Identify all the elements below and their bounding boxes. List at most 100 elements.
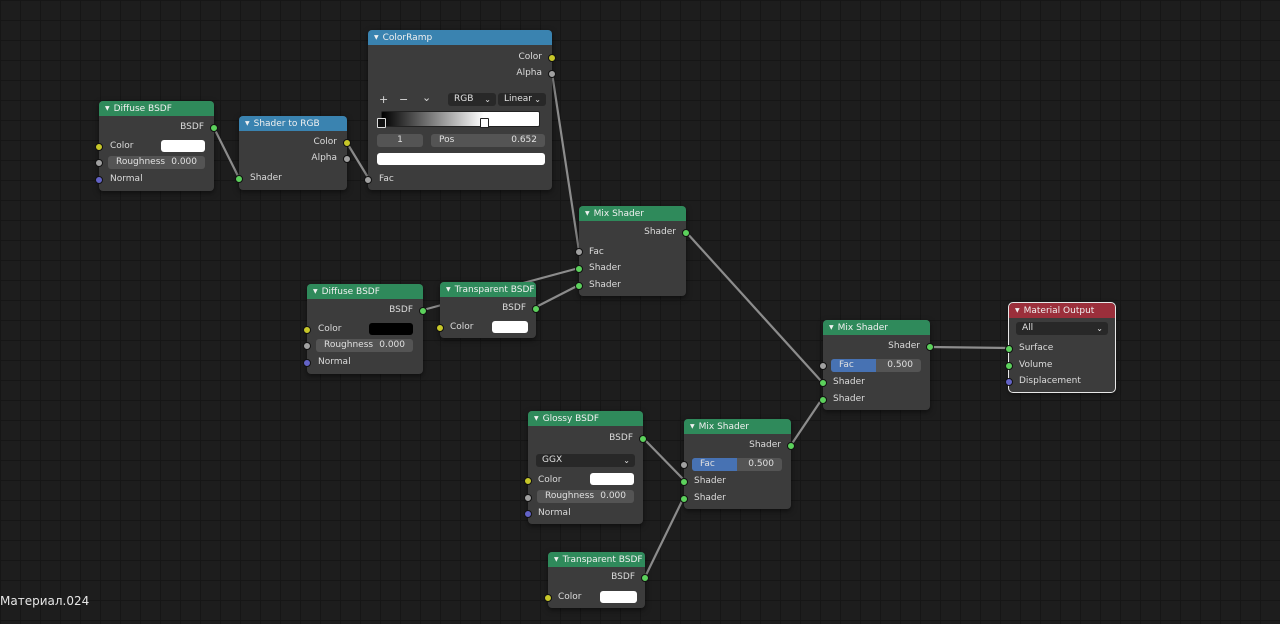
node-header[interactable]: ▼Glossy BSDF [528,411,643,426]
color-swatch[interactable] [600,591,637,603]
shader-input-socket-2[interactable] [575,282,583,290]
node-header[interactable]: ▼Diffuse BSDF [307,284,423,299]
color-output-socket[interactable] [548,54,556,62]
color-input-socket[interactable] [524,477,532,485]
color-swatch[interactable] [369,323,413,335]
collapse-arrow-icon[interactable]: ▼ [245,120,250,127]
distribution-dropdown[interactable]: GGX ⌄ [536,454,635,467]
surface-input-socket[interactable] [1005,345,1013,353]
roughness-input-socket[interactable] [524,494,532,502]
shader-input-socket-2[interactable] [819,396,827,404]
collapse-arrow-icon[interactable]: ▼ [374,34,379,41]
diffuse-bsdf-node-2[interactable]: ▼Diffuse BSDF BSDF Color Roughness 0.000… [303,284,427,374]
color-label: Color [558,592,582,602]
roughness-field[interactable]: Roughness 0.000 [537,490,634,503]
node-header[interactable]: ▼Transparent BSDF [548,552,645,567]
bsdf-output-socket[interactable] [639,435,647,443]
collapse-arrow-icon[interactable]: ▼ [446,286,451,293]
remove-stop-button[interactable]: − [399,93,409,106]
color-input-socket[interactable] [95,143,103,151]
mix-shader-node-2[interactable]: ▼Mix Shader Shader Fac 0.500 Shader Shad… [819,320,934,410]
collapse-arrow-icon[interactable]: ▼ [1015,307,1020,314]
color-swatch[interactable] [590,473,634,485]
fac-input-socket[interactable] [575,248,583,256]
alpha-output-socket[interactable] [343,155,351,163]
color-input-socket[interactable] [303,326,311,334]
shader-input-socket-1[interactable] [575,265,583,273]
target-dropdown[interactable]: All ⌄ [1016,322,1108,335]
normal-input-socket[interactable] [303,359,311,367]
shader-input-socket[interactable] [235,175,243,183]
alpha-output-socket[interactable] [548,70,556,78]
color-mode-value: RGB [454,94,474,104]
color-swatch[interactable] [161,140,205,152]
fac-input-socket[interactable] [680,461,688,469]
color-input-socket[interactable] [436,324,444,332]
color-output-socket[interactable] [343,139,351,147]
transparent-bsdf-node-1[interactable]: ▼Transparent BSDF BSDF Color [436,282,540,338]
color-ramp-gradient[interactable] [381,111,540,127]
ramp-stop-1-handle[interactable] [480,118,489,128]
mix-shader-node-3[interactable]: ▼Mix Shader Shader Fac 0.500 Shader Shad… [680,419,795,509]
shader-to-rgb-node[interactable]: ▼Shader to RGB Color Alpha Shader [235,116,351,190]
collapse-arrow-icon[interactable]: ▼ [313,288,318,295]
node-header[interactable]: ▼ColorRamp [368,30,552,45]
roughness-field[interactable]: Roughness 0.000 [108,156,205,169]
collapse-arrow-icon[interactable]: ▼ [829,324,834,331]
shader-input-socket-1[interactable] [819,379,827,387]
interpolation-dropdown[interactable]: Linear ⌄ [498,93,546,106]
color-swatch[interactable] [492,321,528,333]
fac-input-socket[interactable] [819,362,827,370]
collapse-arrow-icon[interactable]: ▼ [534,415,539,422]
colorramp-node[interactable]: ▼ColorRamp Color Alpha + − ⌄ RGB ⌄ Linea… [364,30,556,190]
mix-shader-node-1[interactable]: ▼Mix Shader Shader Fac Shader Shader [575,206,690,296]
collapse-arrow-icon[interactable]: ▼ [585,210,590,217]
add-stop-button[interactable]: + [379,93,389,106]
material-output-node[interactable]: ▼Material Output All ⌄ Surface Volume Di… [1005,302,1116,393]
node-header[interactable]: ▼Mix Shader [823,320,930,335]
collapse-arrow-icon[interactable]: ▼ [105,105,110,112]
shader-input-socket-2[interactable] [680,495,688,503]
node-title: Diffuse BSDF [321,287,380,297]
node-header[interactable]: ▼Material Output [1009,303,1115,318]
bsdf-output-socket[interactable] [210,124,218,132]
color-mode-dropdown[interactable]: RGB ⌄ [448,93,496,106]
displacement-input-socket[interactable] [1005,378,1013,386]
volume-input-socket[interactable] [1005,362,1013,370]
shader-output-socket[interactable] [926,343,934,351]
shader-output-socket[interactable] [787,442,795,450]
ramp-stop-0-handle[interactable] [377,118,386,128]
node-header[interactable]: ▼Mix Shader [684,419,791,434]
collapse-arrow-icon[interactable]: ▼ [690,423,695,430]
output-label: BSDF [180,122,204,132]
fac-input-socket[interactable] [364,176,372,184]
roughness-input-socket[interactable] [303,342,311,350]
shader-input-socket-1[interactable] [680,478,688,486]
ramp-menu-button[interactable]: ⌄ [422,91,432,104]
position-field[interactable]: Pos 0.652 [431,134,545,147]
collapse-arrow-icon[interactable]: ▼ [554,556,559,563]
node-title: Diffuse BSDF [113,104,172,114]
bsdf-output-socket[interactable] [532,305,540,313]
fac-slider[interactable]: Fac 0.500 [692,458,782,471]
normal-input-socket[interactable] [524,510,532,518]
roughness-input-socket[interactable] [95,159,103,167]
normal-input-socket[interactable] [95,176,103,184]
roughness-field[interactable]: Roughness 0.000 [316,339,413,352]
stop-color-swatch[interactable] [377,153,545,165]
shader-output-socket[interactable] [682,229,690,237]
chevron-down-icon: ⌄ [534,95,541,104]
node-header[interactable]: ▼Mix Shader [579,206,686,221]
node-header[interactable]: ▼Transparent BSDF [440,282,536,297]
fac-slider[interactable]: Fac 0.500 [831,359,921,372]
transparent-bsdf-node-2[interactable]: ▼Transparent BSDF BSDF Color [544,552,649,608]
color-input-socket[interactable] [544,594,552,602]
bsdf-output-socket[interactable] [641,574,649,582]
diffuse-bsdf-node-1[interactable]: ▼Diffuse BSDF BSDF Color Roughness 0.000… [95,101,218,191]
stop-index-field[interactable]: 1 [377,134,423,147]
color-label: Color [110,141,134,151]
node-header[interactable]: ▼Shader to RGB [239,116,347,131]
node-header[interactable]: ▼Diffuse BSDF [99,101,214,116]
bsdf-output-socket[interactable] [419,307,427,315]
glossy-bsdf-node[interactable]: ▼Glossy BSDF BSDF GGX ⌄ Color Roughness … [524,411,647,524]
